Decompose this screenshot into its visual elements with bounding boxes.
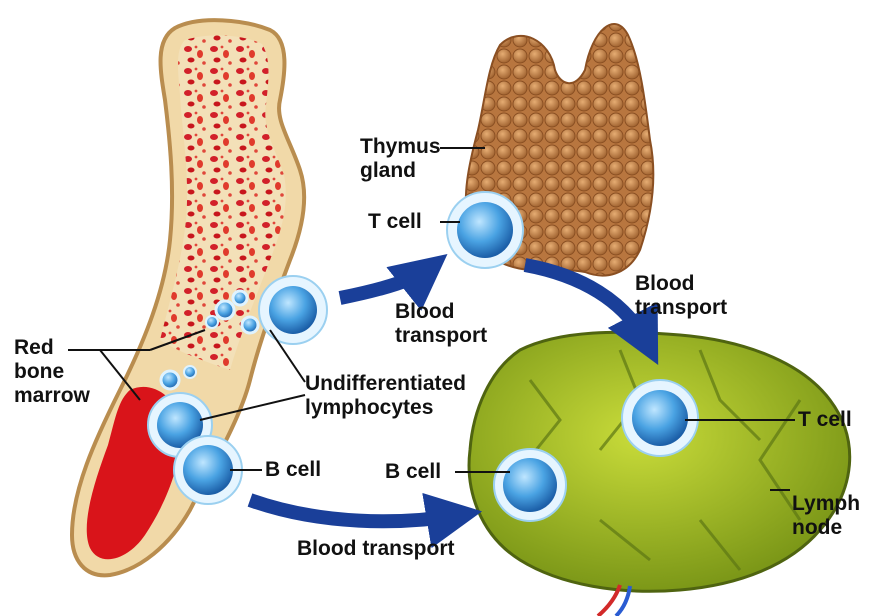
arrow-bone-to-node (250, 500, 460, 521)
label-red-bone-marrow-2: bone (14, 360, 90, 384)
label-blood-transport-bottom: Blood transport (297, 537, 455, 561)
label-lymph-node: Lymph node (792, 492, 860, 540)
label-b-cell-left: B cell (265, 458, 321, 482)
label-thymus-line2: gland (360, 159, 441, 183)
label-red-bone-marrow: Red bone marrow (14, 336, 90, 408)
label-undiff-1: Undifferentiated (305, 372, 466, 396)
label-thymus-line1: Thymus (360, 135, 441, 159)
label-thymus: Thymus gland (360, 135, 441, 183)
undifferentiated-lymphocyte-upper (259, 276, 327, 344)
label-blood-transport-left-1: Blood (395, 300, 487, 324)
arrow-bone-to-thymus (340, 268, 430, 298)
label-blood-transport-left-2: transport (395, 324, 487, 348)
t-cell-thymus (447, 192, 523, 268)
label-blood-transport-right-2: transport (635, 296, 727, 320)
label-b-cell-node: B cell (385, 460, 441, 484)
label-blood-transport-right: Blood transport (635, 272, 727, 320)
label-lymph-node-2: node (792, 516, 860, 540)
label-t-cell-top: T cell (368, 210, 422, 234)
t-cell-lymph-node (622, 380, 698, 456)
label-undifferentiated-lymphocytes: Undifferentiated lymphocytes (305, 372, 466, 420)
label-red-bone-marrow-3: marrow (14, 384, 90, 408)
label-t-cell-node: T cell (798, 408, 852, 432)
label-blood-transport-left: Blood transport (395, 300, 487, 348)
label-blood-transport-right-1: Blood (635, 272, 727, 296)
label-red-bone-marrow-1: Red (14, 336, 90, 360)
label-lymph-node-1: Lymph (792, 492, 860, 516)
label-undiff-2: lymphocytes (305, 396, 466, 420)
b-cell-lymph-node (494, 449, 566, 521)
